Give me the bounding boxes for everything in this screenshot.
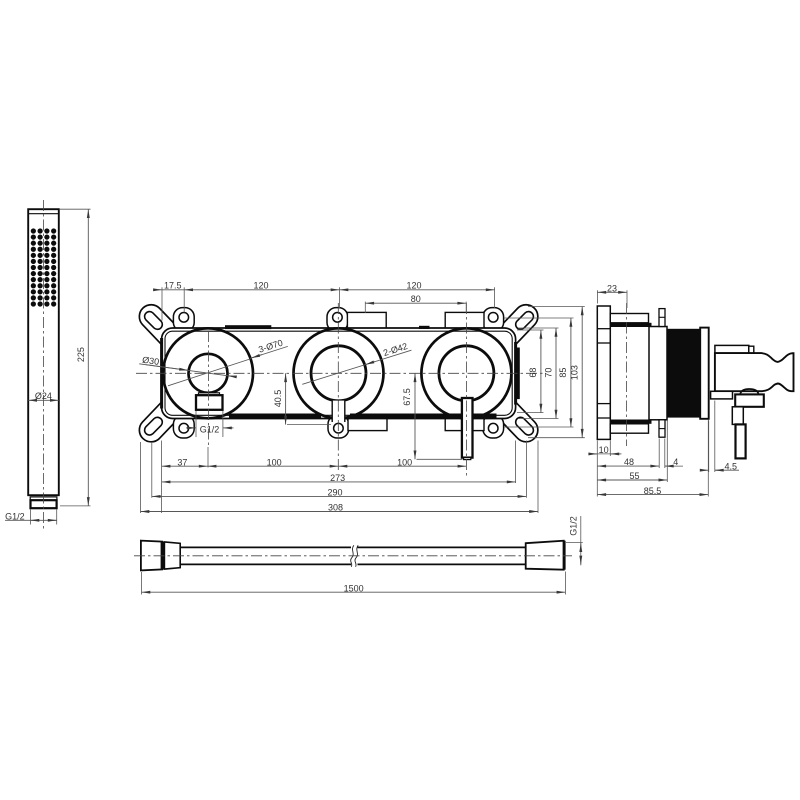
svg-text:290: 290	[327, 488, 342, 498]
svg-text:308: 308	[328, 503, 343, 513]
svg-text:40.5: 40.5	[273, 390, 283, 408]
svg-text:100: 100	[267, 457, 282, 467]
svg-text:68: 68	[528, 368, 538, 378]
svg-text:1500: 1500	[344, 583, 364, 593]
svg-text:Ø24: Ø24	[35, 391, 52, 401]
svg-text:4: 4	[673, 457, 678, 467]
svg-text:120: 120	[406, 280, 421, 290]
svg-text:55: 55	[629, 471, 639, 481]
svg-text:273: 273	[330, 473, 345, 483]
svg-text:37: 37	[177, 457, 187, 467]
svg-text:103: 103	[569, 365, 579, 380]
svg-text:67.5: 67.5	[402, 388, 412, 406]
svg-text:4.5: 4.5	[724, 461, 737, 471]
svg-text:70: 70	[543, 368, 553, 378]
svg-text:85: 85	[558, 368, 568, 378]
svg-text:10: 10	[599, 445, 609, 455]
svg-text:23: 23	[607, 283, 617, 293]
svg-text:80: 80	[411, 294, 421, 304]
svg-text:100: 100	[397, 457, 412, 467]
svg-text:G1/2: G1/2	[5, 512, 25, 522]
svg-text:17.5: 17.5	[164, 280, 182, 290]
svg-text:225: 225	[76, 347, 86, 362]
svg-text:48: 48	[624, 457, 634, 467]
svg-text:Ø30: Ø30	[142, 355, 160, 367]
svg-text:G1/2: G1/2	[568, 516, 578, 536]
svg-text:G1/2: G1/2	[200, 424, 220, 434]
svg-text:85.5: 85.5	[644, 486, 662, 496]
svg-text:120: 120	[253, 280, 268, 290]
